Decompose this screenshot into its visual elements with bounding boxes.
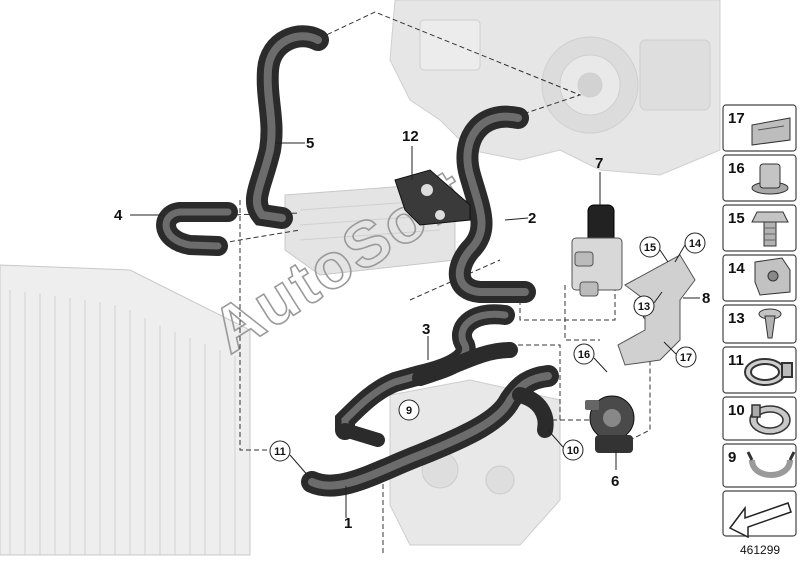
circled-label-9: 9 bbox=[406, 405, 412, 417]
leader-lines bbox=[130, 142, 700, 518]
pump-6 bbox=[585, 395, 635, 453]
side-num-16: 16 bbox=[728, 160, 745, 177]
radiator-background bbox=[0, 264, 251, 556]
side-panel: 17 16 15 14 13 11 10 9 bbox=[722, 104, 797, 539]
hose-2 bbox=[448, 105, 536, 303]
circled-callout-labels: 9 10 11 13 14 15 16 17 bbox=[274, 238, 702, 458]
clip-nut-icon bbox=[754, 257, 791, 296]
circle-16 bbox=[573, 343, 595, 365]
hose-clamp-icon bbox=[744, 358, 793, 386]
side-num-10: 10 bbox=[728, 402, 745, 419]
callout-8: 8 bbox=[702, 290, 710, 307]
circle-14 bbox=[684, 232, 706, 254]
hose-4 bbox=[156, 202, 238, 256]
circled-leaders bbox=[289, 244, 686, 479]
callout-2: 2 bbox=[528, 210, 536, 227]
side-num-11: 11 bbox=[728, 352, 744, 369]
side-num-9: 9 bbox=[728, 449, 736, 466]
callout-12: 12 bbox=[402, 128, 419, 145]
lower-block-background bbox=[389, 379, 561, 546]
callout-5: 5 bbox=[306, 135, 314, 152]
arrow-left-down-icon bbox=[728, 502, 792, 539]
hose-1 bbox=[301, 365, 559, 497]
circle-9 bbox=[398, 399, 420, 421]
circle-15 bbox=[639, 236, 661, 258]
circle-11 bbox=[269, 440, 291, 462]
valve-7 bbox=[571, 204, 623, 297]
side-num-17: 17 bbox=[728, 110, 745, 127]
side-num-13: 13 bbox=[728, 310, 745, 327]
circled-label-10: 10 bbox=[567, 445, 579, 457]
callout-7: 7 bbox=[595, 155, 603, 172]
hose-5 bbox=[245, 25, 329, 229]
circled-label-14: 14 bbox=[689, 238, 702, 250]
callout-labels: 1 2 3 4 5 6 7 8 12 bbox=[114, 128, 710, 532]
torx-screw-icon bbox=[758, 308, 782, 339]
callout-6: 6 bbox=[611, 473, 619, 490]
circled-label-15: 15 bbox=[644, 242, 656, 254]
side-num-15: 15 bbox=[728, 210, 745, 227]
engine-background bbox=[389, 0, 721, 176]
circle-13 bbox=[633, 295, 655, 317]
circled-label-13: 13 bbox=[638, 301, 650, 313]
circled-label-17: 17 bbox=[680, 352, 692, 364]
bracket-8 bbox=[617, 254, 696, 366]
bracket-12 bbox=[394, 169, 471, 226]
diagram-id: 461299 bbox=[740, 543, 780, 557]
circled-label-16: 16 bbox=[578, 349, 590, 361]
hose-clamp-wide-icon bbox=[749, 404, 791, 435]
circle-10 bbox=[562, 439, 584, 461]
callout-3: 3 bbox=[422, 321, 430, 338]
hex-bolt-icon bbox=[751, 211, 789, 247]
circled-callouts bbox=[269, 232, 706, 462]
callout-1: 1 bbox=[344, 515, 352, 532]
spring-nut-icon bbox=[751, 117, 791, 146]
hose-3 bbox=[335, 304, 518, 447]
hose-clip-icon bbox=[746, 451, 796, 478]
side-num-14: 14 bbox=[728, 260, 745, 277]
collar-nut-icon bbox=[751, 163, 789, 195]
circle-17 bbox=[675, 346, 697, 368]
circled-label-11: 11 bbox=[274, 446, 286, 458]
callout-4: 4 bbox=[114, 207, 123, 224]
